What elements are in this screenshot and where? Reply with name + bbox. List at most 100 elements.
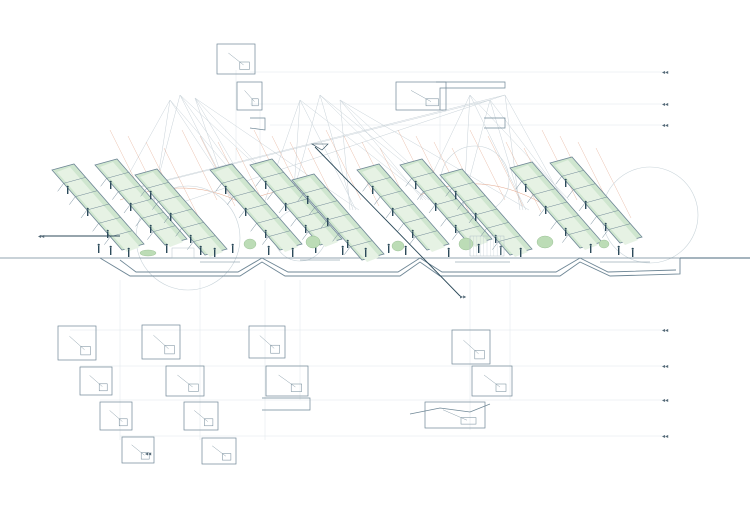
floor-line	[578, 202, 586, 212]
unit-plan	[141, 324, 181, 360]
person-figure	[245, 210, 247, 216]
person-figure	[478, 246, 480, 253]
person-figure	[585, 203, 587, 209]
level-marker: ◀◀	[662, 123, 669, 128]
courtyard-trees	[139, 235, 610, 257]
person-figure	[388, 246, 390, 253]
floor-line	[596, 210, 619, 217]
person-figure	[495, 237, 497, 243]
center-marker: ▶▶	[460, 294, 467, 299]
person-head	[454, 224, 457, 227]
person-figure	[365, 250, 367, 257]
plan-detail	[153, 335, 169, 349]
floor-line	[344, 246, 351, 255]
person-head	[169, 212, 172, 215]
floor-line	[550, 221, 557, 230]
floor-line	[104, 236, 111, 245]
person-head	[97, 243, 100, 246]
ray-line	[339, 99, 530, 211]
floor-line	[135, 218, 142, 227]
person-head	[127, 247, 130, 250]
person-head	[165, 243, 168, 246]
plan-detail	[109, 410, 123, 422]
person-head	[284, 202, 287, 205]
person-figure	[285, 205, 287, 211]
floor-line	[267, 191, 274, 200]
hatch-lines	[469, 236, 501, 256]
person-head	[474, 212, 477, 215]
person-head	[434, 202, 437, 205]
person-figure	[110, 248, 112, 255]
floor-line	[296, 212, 319, 219]
person-head	[404, 245, 407, 248]
person-head	[244, 207, 247, 210]
plan-detail	[483, 374, 501, 388]
person-figure	[190, 237, 192, 243]
floor-line	[411, 172, 434, 179]
ray-line-warm	[469, 129, 506, 201]
person-head	[584, 200, 587, 203]
person-figure	[265, 183, 267, 189]
floor-line	[303, 187, 326, 194]
ray-line	[504, 94, 564, 201]
floor-line	[256, 217, 279, 224]
person-head	[326, 217, 329, 220]
level-marker: ◀◀	[662, 398, 669, 403]
person-figure	[170, 215, 172, 221]
floor-line	[415, 230, 438, 237]
tower-band	[445, 172, 528, 257]
floor-line	[463, 195, 486, 202]
ray-line	[339, 99, 351, 211]
floor-line	[147, 231, 154, 240]
plan-fixture	[204, 418, 214, 427]
diagonal-connectors	[41, 146, 461, 297]
person-head	[371, 185, 374, 188]
floor-line	[284, 198, 308, 206]
floor-line	[169, 208, 193, 216]
person-figure	[200, 248, 202, 255]
connector-caps	[310, 143, 329, 151]
person-head	[387, 243, 390, 246]
plan-small	[262, 397, 311, 411]
ray-line	[259, 99, 301, 216]
floor-line	[118, 185, 141, 192]
unit-plan-details	[57, 43, 513, 465]
person-head	[604, 222, 607, 225]
ray-line	[158, 94, 506, 211]
person-figure	[545, 208, 547, 214]
floor-line	[309, 206, 316, 215]
person-head	[519, 247, 522, 250]
tower-band	[362, 167, 445, 252]
floor-line	[590, 216, 597, 225]
floor-line	[405, 178, 412, 187]
person-figure	[268, 248, 270, 255]
floor-line	[75, 190, 98, 197]
floor-line	[544, 201, 568, 209]
person-head	[149, 190, 152, 193]
person-head	[454, 190, 457, 193]
floor-line	[561, 170, 584, 177]
plan-fixture	[425, 98, 439, 107]
floor-line	[250, 223, 257, 232]
floor-line	[63, 177, 86, 184]
plan-fixture	[222, 453, 232, 461]
floor-line	[403, 217, 426, 224]
floor-line	[98, 217, 121, 224]
level-marker: ◀◀	[662, 102, 669, 107]
floor-line	[362, 183, 369, 192]
unit-plan	[248, 325, 286, 359]
floor-line	[451, 182, 474, 189]
person-figure	[130, 205, 132, 211]
floor-line	[428, 204, 436, 214]
floor-line	[112, 191, 119, 200]
floor-line	[440, 218, 447, 227]
tower-band	[140, 172, 223, 257]
person-figure	[565, 181, 567, 187]
plan-detail	[228, 52, 244, 66]
ray-line-warm	[487, 135, 524, 207]
level-marker: ◀◀	[662, 434, 669, 439]
person-figure	[342, 248, 344, 255]
floor-line	[278, 204, 286, 214]
person-head	[564, 227, 567, 230]
